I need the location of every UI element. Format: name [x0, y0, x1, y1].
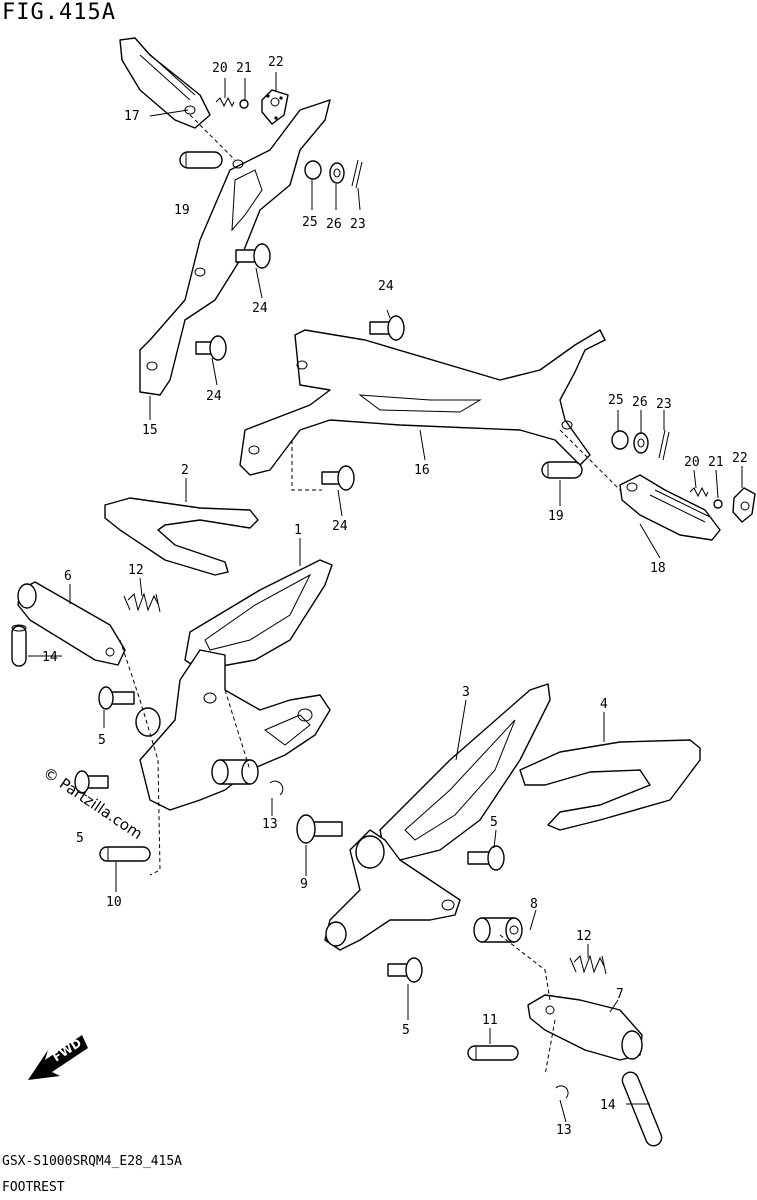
callout-12b: 12	[576, 929, 592, 944]
front-right-footpeg	[527, 994, 643, 1061]
front-left-bracket	[135, 649, 331, 811]
callout-21b: 21	[708, 455, 724, 470]
callout-2: 2	[181, 463, 189, 478]
callout-16: 16	[414, 463, 430, 478]
front-left-peg-pin	[11, 624, 27, 667]
front-right-bracket	[324, 829, 461, 951]
forward-direction-arrow: FWD	[28, 1035, 88, 1080]
callout-20b: 20	[684, 455, 700, 470]
front-left-clip	[269, 780, 284, 796]
callout-14a: 14	[42, 650, 58, 665]
callout-17: 17	[124, 109, 140, 124]
rear-right-bolts	[321, 315, 405, 491]
rear-right-peg-pin	[541, 461, 583, 479]
callout-5a: 5	[98, 733, 106, 748]
rear-right-washers	[611, 429, 670, 461]
section-name: FOOTREST	[2, 1180, 65, 1195]
front-left-heel-guard	[104, 497, 259, 576]
rear-right-detent-parts	[689, 486, 756, 523]
callout-3: 3	[462, 685, 470, 700]
callout-24a: 24	[252, 301, 268, 316]
front-left-footpeg	[17, 581, 126, 666]
callout-24d: 24	[332, 519, 348, 534]
callout-24b: 24	[206, 389, 222, 404]
callout-11: 11	[482, 1013, 498, 1028]
callout-13a: 13	[262, 817, 278, 832]
rear-left-bracket	[139, 99, 331, 396]
model-code: GSX-S1000SRQM4_E28_415A	[2, 1154, 183, 1169]
callout-4: 4	[600, 697, 608, 712]
front-right-spring	[569, 954, 607, 975]
callout-9: 9	[300, 877, 308, 892]
callout-22a: 22	[268, 55, 284, 70]
callout-5b: 5	[76, 831, 84, 846]
front-right-pin	[467, 1045, 519, 1061]
callout-25a: 25	[302, 215, 318, 230]
callout-14b: 14	[600, 1098, 616, 1113]
front-right-collar	[473, 917, 523, 943]
callout-19a: 19	[174, 203, 190, 218]
figure-title: FIG.415A	[2, 0, 116, 25]
front-right-bolt-large	[296, 814, 343, 844]
callout-15: 15	[142, 423, 158, 438]
front-right-bolts	[387, 845, 505, 983]
callout-24c: 24	[378, 279, 394, 294]
rear-left-detent-parts	[215, 89, 289, 125]
rear-right-footpeg	[619, 474, 721, 541]
callout-7: 7	[616, 987, 624, 1002]
rear-left-washers	[304, 159, 363, 189]
callout-23b: 23	[656, 397, 672, 412]
callout-20a: 20	[212, 61, 228, 76]
front-right-heel-guard	[519, 739, 701, 831]
rear-left-peg-pin	[179, 151, 223, 169]
front-left-bolts	[74, 686, 135, 794]
leader-lines	[28, 72, 743, 1123]
callout-26b: 26	[632, 395, 648, 410]
callout-21a: 21	[236, 61, 252, 76]
callout-19b: 19	[548, 509, 564, 524]
front-right-peg-pin	[621, 1071, 663, 1147]
callout-12a: 12	[128, 563, 144, 578]
callout-10: 10	[106, 895, 122, 910]
callout-labels: 17 20 21 22 19 25 26 23 24 24 15 24 16 2…	[42, 55, 748, 1138]
front-left-spring	[123, 592, 161, 613]
callout-22b: 22	[732, 451, 748, 466]
front-left-collar	[211, 759, 259, 785]
front-right-clip	[555, 1085, 569, 1099]
callout-5d: 5	[402, 1023, 410, 1038]
callout-25b: 25	[608, 393, 624, 408]
callout-5c: 5	[490, 815, 498, 830]
callout-13b: 13	[556, 1123, 572, 1138]
rear-left-bolts	[195, 243, 271, 361]
callout-6: 6	[64, 569, 72, 584]
front-left-pin	[99, 846, 151, 862]
callout-26a: 26	[326, 217, 342, 232]
callout-23a: 23	[350, 217, 366, 232]
callout-8: 8	[530, 897, 538, 912]
rear-right-bracket	[239, 329, 606, 476]
callout-1: 1	[294, 523, 302, 538]
callout-18: 18	[650, 561, 666, 576]
